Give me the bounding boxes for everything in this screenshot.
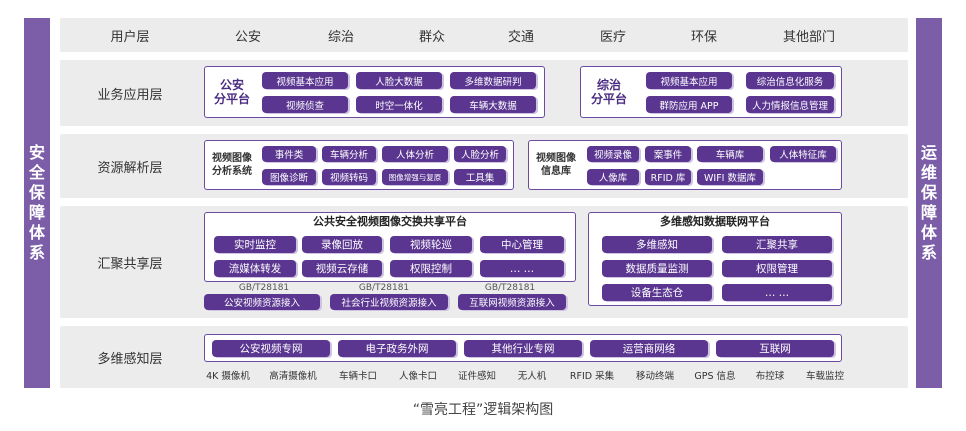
zongzhi-item[interactable]: 人力情报信息管理 xyxy=(746,96,834,113)
zongzhi-item[interactable]: 群防应用 APP xyxy=(646,96,732,113)
analysis-item[interactable]: 人体分析 xyxy=(382,146,448,162)
gb-standard-label: GB/T28181 xyxy=(484,282,536,293)
network-item[interactable]: 互联网 xyxy=(716,340,834,357)
sensor-item: 车辆卡口 xyxy=(338,371,377,382)
security-sidebar-label: 安全保障体系 xyxy=(28,143,45,262)
zongzhi-title-line: 综治 xyxy=(596,78,621,92)
analysis-item[interactable]: 车辆分析 xyxy=(322,146,376,162)
public-platform-item[interactable]: 视频云存储 xyxy=(302,260,382,277)
user-item: 群众 xyxy=(418,29,445,45)
gongan-item[interactable]: 多维数据研判 xyxy=(450,72,536,89)
gongan-platform-title: 公安分平台 xyxy=(207,70,257,114)
zongzhi-platform-title: 综治分平台 xyxy=(584,70,634,114)
library-item[interactable]: 案事件 xyxy=(645,146,691,162)
network-item[interactable]: 其他行业专网 xyxy=(464,340,582,357)
resource-layer-label: 资源解析层 xyxy=(97,160,163,176)
sensor-item: 移动终端 xyxy=(635,371,674,382)
info-library-title: 视频图像信息库 xyxy=(531,144,581,186)
analysis-item[interactable]: 图像增强与复原 xyxy=(382,169,448,185)
library-item[interactable]: RFID 库 xyxy=(645,169,691,185)
analysis-item[interactable]: 工具集 xyxy=(454,169,506,185)
public-platform-item[interactable]: 中心管理 xyxy=(480,236,564,253)
analysis-item[interactable]: 图像诊断 xyxy=(262,169,316,185)
sensor-item: 布控球 xyxy=(755,371,785,382)
gb-standard-label: GB/T28181 xyxy=(358,282,410,293)
zongzhi-item[interactable]: 视频基本应用 xyxy=(646,72,732,89)
ops-sidebar: 运维保障体系 xyxy=(916,18,942,388)
library-item[interactable]: WIFI 数据库 xyxy=(697,169,763,185)
analysis-item[interactable]: 事件类 xyxy=(262,146,316,162)
analysis-title-line: 分析系统 xyxy=(212,166,252,177)
library-item[interactable]: 车辆库 xyxy=(697,146,763,162)
public-platform-item[interactable]: 视频轮巡 xyxy=(390,236,472,253)
gongan-item[interactable]: 车辆大数据 xyxy=(450,96,536,113)
zongzhi-title-line: 分平台 xyxy=(590,92,627,106)
user-item: 其他部门 xyxy=(782,29,835,45)
library-title-line: 视频图像 xyxy=(536,153,576,164)
sensor-item: 人像卡口 xyxy=(398,371,437,382)
gongan-title-line: 分平台 xyxy=(213,92,250,106)
library-item[interactable]: 视频录像 xyxy=(587,146,639,162)
user-item: 交通 xyxy=(507,29,534,45)
share-layer-label: 汇聚共享层 xyxy=(97,256,163,272)
sensing-layer-label: 多维感知层 xyxy=(97,351,163,367)
access-item[interactable]: 公安视频资源接入 xyxy=(204,294,320,310)
user-item: 综治 xyxy=(327,29,354,45)
analysis-title-line: 视频图像 xyxy=(212,153,252,164)
network-item[interactable]: 公安视频专网 xyxy=(212,340,330,357)
iot-platform-item[interactable]: 数据质量监测 xyxy=(602,260,712,277)
business-layer-label: 业务应用层 xyxy=(97,87,163,103)
public-platform-title: 公共安全视频图像交换共享平台 xyxy=(313,215,467,228)
iot-platform-item[interactable]: 设备生态仓 xyxy=(602,284,712,301)
user-item: 公安 xyxy=(234,29,261,45)
user-item: 环保 xyxy=(690,29,717,45)
iot-platform-item[interactable]: … … xyxy=(722,284,832,301)
sensor-item: GPS 信息 xyxy=(694,371,736,382)
sensor-item: 无人机 xyxy=(517,371,547,382)
gongan-item[interactable]: 时空一体化 xyxy=(356,96,442,113)
analysis-item[interactable]: 人脸分析 xyxy=(454,146,506,162)
sensor-item: 证件感知 xyxy=(457,371,496,382)
gongan-item[interactable]: 视频侦查 xyxy=(262,96,348,113)
sensor-item: 车载监控 xyxy=(805,371,844,382)
public-platform-item[interactable]: … … xyxy=(480,260,564,277)
access-item[interactable]: 互联网视频资源接入 xyxy=(458,294,566,310)
analysis-item[interactable]: 视频转码 xyxy=(322,169,376,185)
public-platform-item[interactable]: 实时监控 xyxy=(214,236,296,253)
public-platform-item[interactable]: 流媒体转发 xyxy=(214,260,296,277)
iot-platform-item[interactable]: 权限管理 xyxy=(722,260,832,277)
access-item[interactable]: 社会行业视频资源接入 xyxy=(330,294,448,310)
gongan-item[interactable]: 视频基本应用 xyxy=(262,72,348,89)
public-platform-item[interactable]: 录像回放 xyxy=(302,236,382,253)
library-title-line: 信息库 xyxy=(541,166,571,177)
iot-platform-item[interactable]: 多维感知 xyxy=(602,236,712,253)
zongzhi-item[interactable]: 综治信息化服务 xyxy=(746,72,834,89)
sensor-item: 4K 摄像机 xyxy=(206,371,250,382)
network-item[interactable]: 运营商网络 xyxy=(590,340,708,357)
gongan-item[interactable]: 人脸大数据 xyxy=(356,72,442,89)
library-item[interactable]: 人体特征库 xyxy=(770,146,836,162)
public-platform-item[interactable]: 权限控制 xyxy=(390,260,472,277)
user-item: 医疗 xyxy=(599,29,626,45)
sensor-item: 高清摄像机 xyxy=(269,371,317,382)
library-item[interactable]: 人像库 xyxy=(587,169,639,185)
user-layer-label: 用户层 xyxy=(110,29,150,45)
security-sidebar: 安全保障体系 xyxy=(24,18,50,388)
iot-platform-item[interactable]: 汇聚共享 xyxy=(722,236,832,253)
iot-platform-title: 多维感知数据联网平台 xyxy=(660,215,770,228)
analysis-system-title: 视频图像分析系统 xyxy=(207,144,257,186)
ops-sidebar-label: 运维保障体系 xyxy=(920,143,937,262)
sensor-item: RFID 采集 xyxy=(569,371,615,382)
network-item[interactable]: 电子政务外网 xyxy=(338,340,456,357)
gongan-title-line: 公安 xyxy=(219,78,244,92)
gb-standard-label: GB/T28181 xyxy=(238,282,290,293)
user-layer xyxy=(60,18,908,52)
diagram-caption: “雪亮工程”逻辑架构图 xyxy=(412,402,554,418)
